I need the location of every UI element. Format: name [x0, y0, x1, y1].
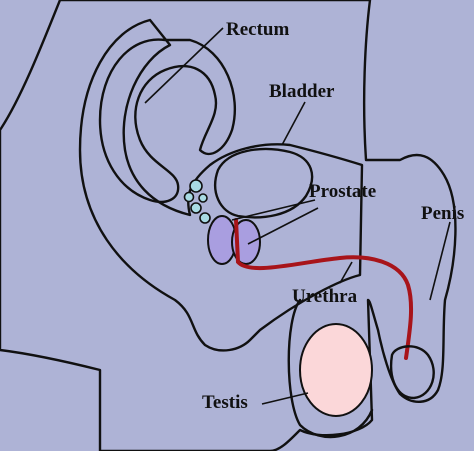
leader-lines: [144, 27, 451, 405]
label-bladder: Bladder: [269, 81, 335, 102]
glans-outline: [389, 345, 435, 400]
label-urethra: Urethra: [292, 286, 358, 307]
label-prostate: Prostate: [309, 181, 376, 202]
seminal-vesicles: [183, 179, 211, 224]
body-silhouette: [0, 0, 457, 451]
prostate-leader-upper: [231, 199, 316, 221]
label-testis: Testis: [202, 392, 248, 413]
rectum-leader: [144, 27, 224, 104]
label-rectum: Rectum: [226, 19, 289, 40]
bladder-leader: [281, 101, 306, 146]
urethra-leader: [339, 261, 353, 284]
testis-leader: [261, 392, 309, 405]
bladder-shape: [214, 147, 314, 219]
scrotum-outline: [287, 298, 374, 439]
pelvic-cavity-outline: [78, 18, 364, 352]
label-penis: Penis: [421, 203, 464, 224]
rectum-shape: [98, 38, 237, 204]
urethra-path: [234, 218, 414, 360]
prostate-leader-lower: [247, 207, 319, 245]
penis-leader: [429, 221, 451, 301]
testis-shape: [299, 323, 373, 417]
